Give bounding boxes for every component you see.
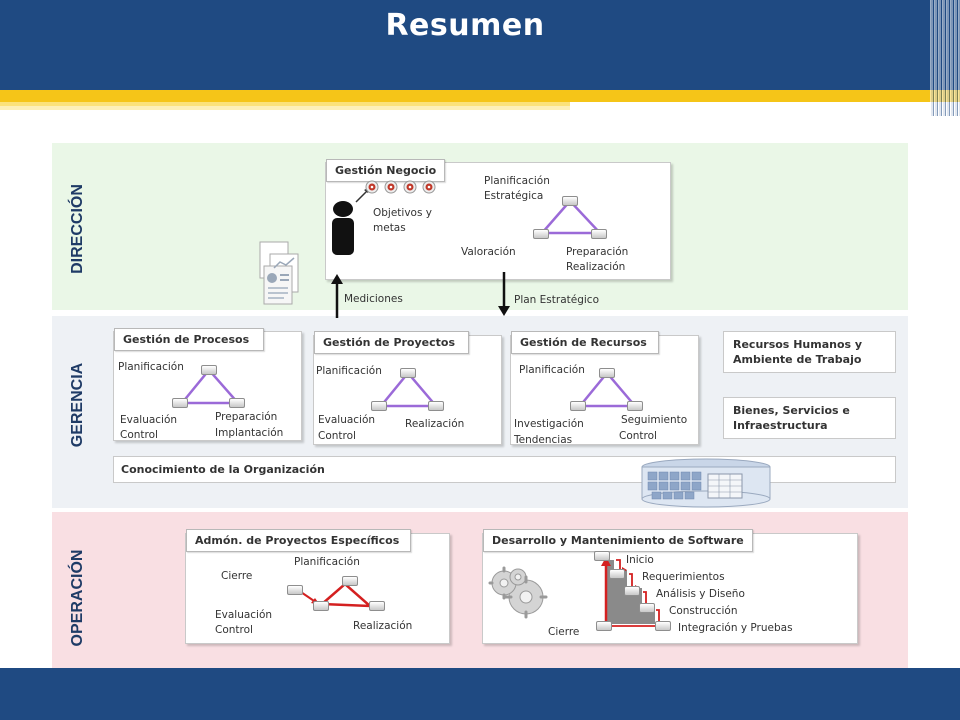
label-valoracion: Valoración (461, 246, 516, 258)
label-recursos-investigacion: Investigación (514, 418, 584, 430)
tab-gestion-proyectos: Gestión de Proyectos (314, 331, 469, 354)
label-realizacion: Realización (566, 261, 626, 273)
node-proyectos-left (371, 401, 387, 411)
label-proyectos-planificacion: Planificación (316, 365, 382, 377)
node-admon-cierre (287, 585, 303, 595)
tab-admon-proyectos: Admón. de Proyectos Específicos (186, 529, 411, 552)
cycle-arrows-direccion (539, 199, 603, 235)
label-step-requerimientos: Requerimientos (642, 571, 725, 583)
box-bienes-servicios (723, 397, 896, 439)
label-bienes-2: Infraestructura (733, 419, 828, 432)
label-proyectos-control: Control (318, 430, 356, 442)
node-recursos-top (599, 368, 615, 378)
cycle-arrows-procesos (179, 368, 241, 405)
target-icon (355, 180, 436, 203)
label-procesos-implantacion: Implantación (215, 427, 284, 439)
arrow-plan-estrategico (498, 272, 510, 316)
cycle-arrows-admon (294, 582, 374, 608)
label-step-integracion: Integración y Pruebas (678, 622, 793, 634)
cycle-arrows-recursos (577, 371, 638, 408)
node-analisis (624, 586, 640, 596)
label-objetivos: Objetivos y (373, 207, 433, 219)
label-procesos-evaluacion: Evaluación (120, 414, 178, 426)
node-proyectos-right (428, 401, 444, 411)
node-procesos-right (229, 398, 245, 408)
tab-gestion-recursos: Gestión de Recursos (511, 331, 659, 354)
accent-stripe-pale (0, 106, 960, 110)
box-recursos-humanos (723, 331, 896, 373)
node-inicio (594, 551, 610, 561)
label-recursos-humanos-1: Recursos Humanos y (733, 338, 863, 351)
footer-bar (0, 668, 960, 720)
node-requerimientos (609, 569, 625, 579)
label-planificacion-estrategica-1: Planificación (484, 175, 550, 187)
label-admon-planificacion: Planificación (294, 556, 360, 568)
label-admon-realizacion: Realización (353, 620, 413, 632)
label-operacion: OPERACIÓN (69, 549, 86, 647)
label-planificacion-estrategica-2: Estratégica (484, 190, 544, 202)
label-proyectos-evaluacion: Evaluación (318, 414, 376, 426)
label-recursos-seguimiento: Seguimiento (621, 414, 688, 426)
node-procesos-top (201, 365, 217, 375)
document-charts-icon (259, 241, 299, 305)
label-procesos-control: Control (120, 429, 158, 441)
node-valoracion (533, 229, 549, 239)
person-icon (332, 201, 354, 255)
node-planificacion (562, 196, 578, 206)
accent-stripe-cut (570, 102, 960, 116)
node-admon-planificacion (342, 576, 358, 586)
label-preparacion: Preparación (566, 246, 629, 258)
node-proyectos-top (400, 368, 416, 378)
node-procesos-left (172, 398, 188, 408)
label-recursos-tendencias: Tendencias (514, 434, 573, 446)
label-step-inicio: Inicio (626, 554, 654, 566)
node-admon-realizacion (369, 601, 385, 611)
label-admon-cierre: Cierre (221, 570, 253, 582)
tab-gestion-negocio: Gestión Negocio (326, 159, 446, 182)
header-pinstripe (930, 0, 960, 116)
label-plan-estrategico: Plan Estratégico (514, 294, 600, 306)
label-software-cierre: Cierre (548, 626, 580, 638)
arrow-mediciones (331, 274, 343, 318)
label-proyectos-realizacion: Realización (405, 418, 465, 430)
label-gerencia: GERENCIA (69, 362, 86, 448)
node-preparacion (591, 229, 607, 239)
label-procesos-preparacion: Preparación (215, 411, 278, 423)
slide-title: Resumen (385, 8, 545, 43)
node-recursos-right (627, 401, 643, 411)
tab-desarrollo-software: Desarrollo y Mantenimiento de Software (483, 529, 753, 552)
label-direccion: DIRECCIÓN (69, 184, 86, 274)
label-mediciones: Mediciones (344, 293, 403, 305)
label-admon-evaluacion: Evaluación (215, 609, 273, 621)
accent-stripe (0, 90, 960, 102)
header-bar (0, 0, 960, 90)
gears-icon (488, 566, 548, 619)
label-recursos-planificacion: Planificación (519, 364, 585, 376)
label-bienes-1: Bienes, Servicios e (733, 404, 850, 417)
tab-gestion-procesos: Gestión de Procesos (114, 328, 264, 351)
node-admon-evaluacion (313, 601, 329, 611)
accent-stripe-light (0, 102, 960, 106)
node-cierre (596, 621, 612, 631)
label-recursos-humanos-2: Ambiente de Trabajo (733, 353, 862, 366)
cycle-arrows-proyectos (378, 371, 439, 408)
node-construccion (639, 603, 655, 613)
label-step-construccion: Construcción (669, 605, 738, 617)
label-step-analisis: Análisis y Diseño (656, 588, 745, 600)
node-integracion (655, 621, 671, 631)
database-icon (641, 458, 771, 508)
label-procesos-planificacion: Planificación (118, 361, 184, 373)
label-metas: metas (373, 222, 406, 234)
label-recursos-control: Control (619, 430, 657, 442)
label-conocimiento: Conocimiento de la Organización (121, 463, 325, 476)
node-recursos-left (570, 401, 586, 411)
label-admon-control: Control (215, 624, 253, 636)
